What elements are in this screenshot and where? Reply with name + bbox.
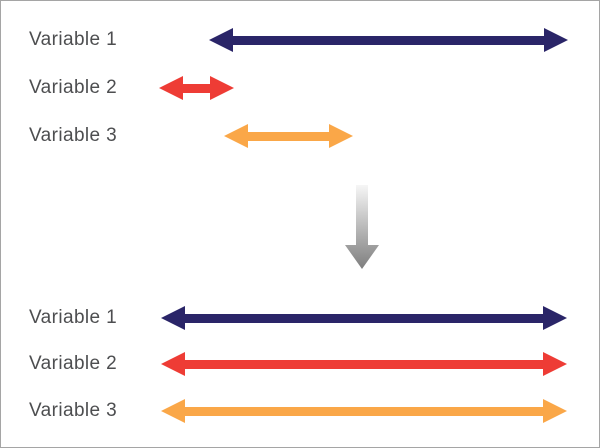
arrowhead-right-icon <box>543 352 567 376</box>
range-arrow-variable-1 <box>209 28 568 52</box>
arrow-shaft <box>227 35 550 45</box>
range-arrow-variable-1 <box>161 306 567 330</box>
variable-label: Variable 2 <box>29 353 118 374</box>
arrow-shaft <box>179 313 549 323</box>
variable-label: Variable 3 <box>29 400 118 421</box>
range-arrow-variable-2 <box>159 76 234 100</box>
arrowhead-right-icon <box>543 399 567 423</box>
range-arrow-variable-2 <box>161 352 567 376</box>
arrow-shaft <box>179 359 549 369</box>
variable-label: Variable 1 <box>29 29 118 50</box>
range-arrow-variable-3 <box>224 124 353 148</box>
variable-label: Variable 1 <box>29 307 118 328</box>
arrow-shaft <box>242 131 335 141</box>
variable-label: Variable 3 <box>29 125 118 146</box>
transform-down-arrow-icon <box>345 185 379 269</box>
arrowhead-right-icon <box>543 306 567 330</box>
variable-label: Variable 2 <box>29 77 118 98</box>
arrowhead-right-icon <box>210 76 234 100</box>
arrowhead-right-icon <box>329 124 353 148</box>
arrow-shaft <box>179 406 549 416</box>
arrow-shaft <box>177 83 216 93</box>
arrowhead-right-icon <box>544 28 568 52</box>
range-arrow-variable-3 <box>161 399 567 423</box>
